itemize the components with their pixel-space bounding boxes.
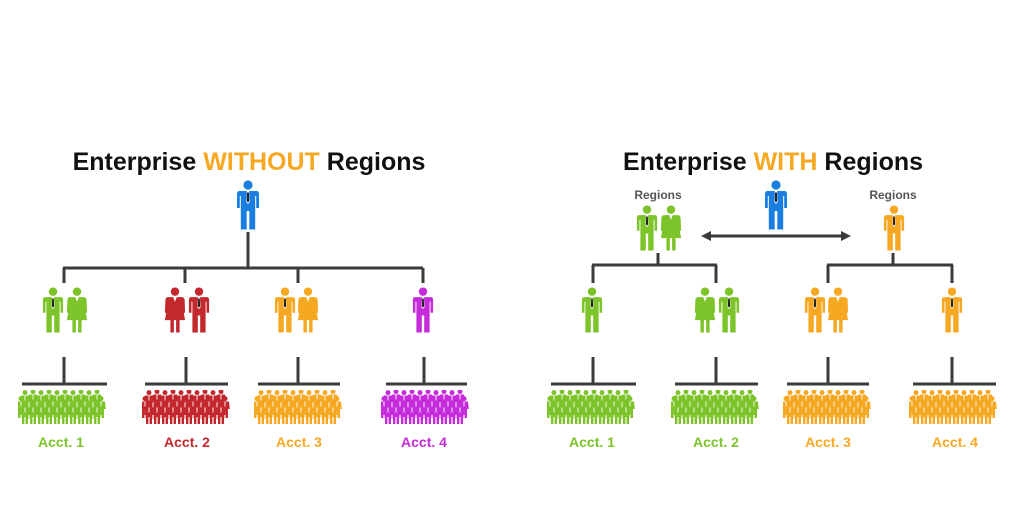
left-acct2-connector bbox=[145, 357, 228, 386]
red-man-icon bbox=[188, 287, 210, 333]
orange-region-connector bbox=[826, 253, 954, 283]
left-acct2-crowd-icon bbox=[140, 389, 230, 424]
right-acct3-crowd-icon bbox=[781, 389, 871, 424]
green-woman-icon bbox=[66, 287, 88, 333]
right-title-highlight: WITH bbox=[754, 148, 818, 176]
green-region-connector bbox=[591, 253, 718, 283]
left-title-highlight: WITHOUT bbox=[203, 148, 320, 176]
enterprise-person-icon bbox=[765, 180, 787, 230]
left-acct4-managers bbox=[412, 287, 434, 333]
green-man-icon bbox=[636, 205, 658, 251]
left-acct1-label: Acct. 1 bbox=[38, 434, 84, 450]
left-acct3-connector bbox=[258, 357, 340, 386]
left-acct2-managers bbox=[164, 287, 210, 333]
orange-man-icon bbox=[274, 287, 296, 333]
right-acct1-connector bbox=[551, 357, 636, 386]
region-label-left: Regions bbox=[634, 188, 682, 202]
left-acct3-crowd-icon bbox=[252, 389, 342, 424]
right-acct4-crowd-icon bbox=[907, 389, 997, 424]
orange-man-icon bbox=[941, 287, 963, 333]
orange-woman-icon bbox=[827, 287, 849, 333]
left-acct4-crowd-icon bbox=[379, 389, 469, 424]
right-acct1-managers bbox=[581, 287, 603, 333]
left-acct4-label: Acct. 4 bbox=[401, 434, 447, 450]
left-acct3-label: Acct. 3 bbox=[276, 434, 322, 450]
right-acct2-connector bbox=[675, 357, 758, 386]
right-acct2-label: Acct. 2 bbox=[693, 434, 739, 450]
right-acct1-label: Acct. 1 bbox=[569, 434, 615, 450]
orange-woman-icon bbox=[297, 287, 319, 333]
enterprise-person-icon bbox=[237, 180, 259, 230]
left-acct1-connector bbox=[22, 357, 107, 386]
green-region-managers bbox=[636, 205, 682, 251]
left-acct4-connector bbox=[386, 357, 467, 386]
green-woman-icon bbox=[660, 205, 682, 251]
green-man-icon bbox=[718, 287, 740, 333]
right-acct3-label: Acct. 3 bbox=[805, 434, 851, 450]
right-acct4-connector bbox=[913, 357, 996, 386]
green-man-icon bbox=[581, 287, 603, 333]
region-label-right: Regions bbox=[869, 188, 917, 202]
right-title-post: Regions bbox=[817, 148, 923, 176]
right-acct2-managers bbox=[694, 287, 740, 333]
left-title-post: Regions bbox=[320, 148, 426, 176]
right-acct3-connector bbox=[787, 357, 869, 386]
green-woman-icon bbox=[694, 287, 716, 333]
right-acct2-crowd-icon bbox=[669, 389, 759, 424]
right-diagram: Enterprise WITH Regions Regions Regions bbox=[545, 148, 997, 450]
left-acct1-crowd-icon bbox=[16, 389, 106, 424]
right-acct1-crowd-icon bbox=[545, 389, 635, 424]
orange-region-manager bbox=[883, 205, 905, 251]
orange-man-icon bbox=[883, 205, 905, 251]
left-tree-connector bbox=[62, 232, 425, 283]
purple-man-icon bbox=[412, 287, 434, 333]
right-acct4-label: Acct. 4 bbox=[932, 434, 978, 450]
right-title: Enterprise WITH Regions bbox=[623, 148, 923, 176]
left-acct3-managers bbox=[274, 287, 319, 333]
left-title-pre: Enterprise bbox=[73, 148, 204, 176]
green-man-icon bbox=[42, 287, 64, 333]
right-acct4-managers bbox=[941, 287, 963, 333]
left-acct1-managers bbox=[42, 287, 88, 333]
orange-man-icon bbox=[804, 287, 826, 333]
red-woman-icon bbox=[164, 287, 186, 333]
left-acct2-label: Acct. 2 bbox=[164, 434, 210, 450]
right-title-pre: Enterprise bbox=[623, 148, 754, 176]
left-diagram: Enterprise WITHOUT Regions Acct. bbox=[16, 148, 469, 450]
right-acct3-managers bbox=[804, 287, 849, 333]
left-title: Enterprise WITHOUT Regions bbox=[73, 148, 426, 176]
